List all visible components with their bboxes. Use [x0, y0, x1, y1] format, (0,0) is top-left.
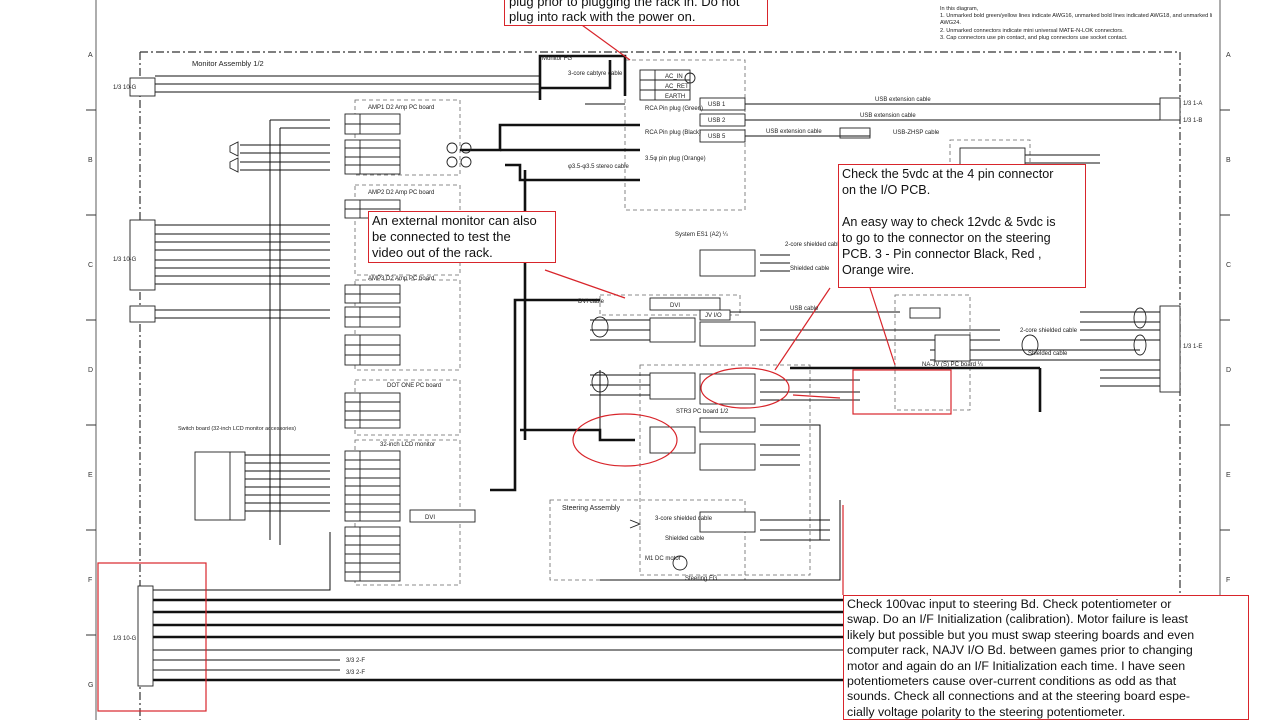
earth-label: EARTH: [665, 94, 685, 100]
dvi-label-2: DVI: [670, 303, 680, 309]
dot-one-label: DOT ONE PC board: [387, 383, 441, 389]
ref-left-a: 1/3 10-G: [113, 85, 137, 91]
switch-board-label: Switch board (32-inch LCD monitor access…: [178, 426, 296, 432]
note-line-4: 3. Cap connectors use pin contact, and p…: [940, 34, 1128, 41]
usb5-label: USB 5: [708, 134, 726, 140]
m1-label: M1 DC motor: [645, 556, 681, 562]
stereo-cable-label: φ3.5-φ3.5 stereo cable: [568, 164, 629, 170]
ref-right-b: 1/3 1-B: [1183, 118, 1202, 124]
signal-wiring: [150, 75, 1160, 671]
row-letter-e: E: [88, 472, 93, 479]
row-letter-d: D: [88, 367, 94, 374]
rca-green-label: RCA Pin plug (Green): [645, 106, 703, 112]
usb-ext-label-2: USB extension cable: [860, 113, 916, 119]
row-letter-g: G: [88, 682, 94, 689]
amp3-label: AMP3 D2 Amp PC board: [368, 276, 434, 282]
shielded-label-2: Shielded cable: [1028, 351, 1068, 357]
ac-ret-label: AC_RET: [665, 84, 689, 90]
note-line-1: 1. Unmarked bold green/yellow lines indi…: [940, 13, 1212, 20]
jv-io-label: JV I/O: [705, 313, 722, 319]
row-letter-f-right: F: [1226, 577, 1231, 584]
usb-cable-label: USB cable: [790, 306, 819, 312]
row-letter-a-right: A: [1226, 52, 1231, 59]
usb-zhsp-label: USB-ZHSP cable: [893, 130, 940, 136]
amp1-label: AMP1 D2 Amp PC board: [368, 105, 434, 111]
row-letter-b: B: [88, 157, 93, 164]
ref-bottom-f2: 3/3 2-F: [346, 670, 365, 676]
power-wiring: [150, 54, 1042, 682]
usb1-label: USB 1: [708, 102, 726, 108]
row-letter-a: A: [88, 52, 93, 59]
ref-right-e: 1/3 1-E: [1183, 344, 1202, 350]
diagram-notes: In this diagram, 1. Unmarked bold green/…: [940, 6, 1212, 42]
ref-left-f: 1/3 10-G: [113, 636, 137, 642]
rca-black-label: RCA Pin plug (Black): [645, 130, 701, 136]
row-letter-d-right: D: [1226, 367, 1232, 374]
note-line-3: 2. Unmarked connectors indicate mini uni…: [940, 27, 1124, 34]
core2-label-1: 2-core shielded cable: [785, 242, 843, 248]
usb-ext-label-3: USB extension cable: [766, 129, 822, 135]
shielded-label-3: Shielded cable: [665, 536, 705, 542]
usb-ext-label-1: USB extension cable: [875, 97, 931, 103]
row-letter-c-right: C: [1226, 262, 1232, 269]
callout-top: plug prior to plugging the rack in. Do n…: [504, 0, 768, 26]
str3-label: STR3 PC board 1/2: [676, 409, 729, 415]
dvi-cable-label: DVI cable: [578, 299, 605, 305]
dvi-label-1: DVI: [425, 515, 435, 521]
ref-bottom-f1: 3/3 2-F: [346, 658, 365, 664]
callout-check-5vdc: Check the 5vdc at the 4 pin connector on…: [838, 164, 1086, 288]
steering-assembly-label: Steering Assembly: [562, 505, 620, 512]
callout-external-monitor: An external monitor can also be connecte…: [368, 211, 556, 263]
cab-wire-label: 3-core cabtyre cable: [568, 71, 623, 77]
steering-fg-label: Steering FG: [685, 576, 718, 582]
annotation-marks: [97, 19, 952, 712]
shielded-label-1: Shielded cable: [790, 266, 830, 272]
ref-left-c: 1/3 10-G: [113, 257, 137, 263]
core3-label: 3-core shielded cable: [655, 516, 713, 522]
lcd-label: 32-inch LCD monitor: [380, 442, 435, 448]
system-label: System ES1 (A2) ¼: [675, 232, 729, 238]
note-line-2: AWG24.: [940, 20, 961, 27]
core2-label-2: 2-core shielded cable: [1020, 328, 1078, 334]
amp2-label: AMP2 D2 Amp PC board: [368, 190, 434, 196]
rca-orange-label: 3.5φ pin plug (Orange): [645, 156, 706, 162]
row-letter-c: C: [88, 262, 94, 269]
monitor-fg-label: Monitor FG: [542, 56, 572, 62]
component-symbols: [229, 72, 1147, 571]
usb2-label: USB 2: [708, 118, 726, 124]
row-letter-e-right: E: [1226, 472, 1231, 479]
assembly-title: Monitor Assembly 1/2: [192, 59, 264, 68]
switch-board-label-group: Switch board (32-inch LCD monitor access…: [178, 426, 296, 432]
connector-blocks: [129, 69, 1181, 687]
row-letter-b-right: B: [1226, 157, 1231, 164]
callout-steering-board: Check 100vac input to steering Bd. Check…: [843, 595, 1249, 720]
ac-in-label: AC_IN: [665, 74, 683, 80]
ref-right-a: 1/3 1-A: [1183, 101, 1202, 107]
row-letter-f: F: [88, 577, 93, 584]
naj-label: NA-JV (S) PC board ¼: [922, 362, 984, 368]
notes-heading: In this diagram,: [940, 6, 979, 12]
diagram-labels: Monitor Assembly 1/2 Monitor FG 3-core c…: [113, 56, 1202, 676]
